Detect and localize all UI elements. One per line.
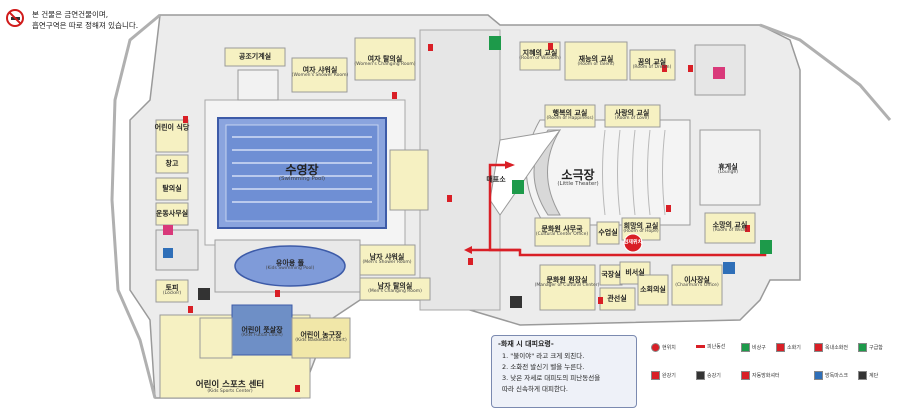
legend-swatch: [776, 343, 785, 352]
legend-item-exit: 비상구: [741, 343, 766, 352]
wheelchair-icon: [713, 67, 725, 79]
legend-item-hydrant: 옥내소화전: [814, 343, 848, 352]
room-storage-office: 비서실: [625, 268, 645, 277]
room-culture-office: 문화원 사무국(Cultural Center Office): [535, 224, 589, 238]
room-kids-pool: 유아용 풀(Kids Swimming Pool): [265, 258, 315, 272]
legend-item-firstaid: 구급함: [858, 343, 883, 352]
guide-step-4: 따라 신속하게 대피한다.: [502, 385, 568, 393]
room-lounge: 휴게실(Lounge): [717, 162, 739, 176]
room-theater: 소극장(Little Theater): [557, 167, 599, 187]
room-warehouse: 창고: [165, 159, 179, 168]
legend-swatch: [814, 343, 823, 352]
legend-swatch: [651, 343, 660, 352]
elevator-icon: [198, 288, 210, 300]
room-office-small: 운동사무실: [155, 209, 189, 218]
wheelchair-icon-3: [163, 225, 173, 235]
room-ticket: 매표소: [486, 175, 506, 184]
guide-step-3: 3. 낮은 자세로 대피도의 피난동선을: [502, 374, 601, 382]
room-dream: 꿈의 교실(Room of Dream): [632, 57, 672, 71]
room-international: 국장실: [601, 270, 621, 279]
room-kids-sports: 어린이 스포츠 센터(Kids Sports Center): [195, 380, 265, 395]
room-gongjo: 공조기계실: [238, 52, 272, 61]
room-happiness: 행복의 교실(Room of Happiness): [546, 108, 594, 122]
exit-sign: [489, 36, 772, 254]
guide-step-1: 1. "불이야" 라고 크게 외친다.: [502, 352, 585, 360]
room-small-meet: 소회의실: [640, 285, 666, 294]
outer-wall-right: [759, 23, 892, 121]
legend-swatch: [696, 345, 705, 348]
restroom-icon: [163, 248, 173, 258]
legend-swatch: [651, 371, 660, 380]
room-men-shower: 남자 샤워실(Men's Shower Room): [362, 252, 412, 266]
notice-line-2: 흡연구역은 따로 정해져 있습니다.: [32, 21, 139, 30]
room-hope: 희망의 교실(Room of Hope): [623, 221, 659, 235]
legend-item-gasmask: 방독마스크: [814, 371, 848, 380]
fire-evacuation-guide: -화재 시 대피요령- 1. "불이야" 라고 크게 외친다. 2. 소화전 발…: [491, 335, 637, 408]
notice-line-1: 본 건물은 금연건물이며,: [32, 10, 109, 19]
room-wish: 소망의 교실(Room of Wish): [712, 220, 748, 234]
no-smoking-icon: [6, 9, 24, 27]
legend-item-extinguisher: 소화기: [776, 343, 801, 352]
room-kids-futsal: 어린이 풋살장(Kids Futsal Court): [241, 325, 283, 339]
legend-item-elevator: 승강기: [696, 371, 721, 380]
room-talent: 재능의 교실(Room of Talent): [577, 54, 615, 68]
kids-pool: [234, 245, 346, 287]
room-kids-reading: 어린이 식당: [154, 123, 190, 132]
no-smoking-notice: 본 건물은 금연건물이며, 흡연구역은 따로 정해져 있습니다.: [32, 9, 138, 31]
wheelchair-icon-2: [723, 262, 735, 274]
room-kids-basket: 어린이 농구장(Kids Basketball Court): [295, 330, 347, 344]
room-love: 사랑의 교실(Room of Love): [614, 108, 650, 122]
legend-item-stairs: 계단: [858, 371, 878, 380]
current-position-label: 현재위치: [623, 239, 643, 246]
legend-item-descender: 완강기: [651, 371, 676, 380]
room-chairman: 이사장실(Chairman's Office): [675, 275, 719, 289]
legend-swatch: [741, 343, 750, 352]
legend-swatch: [696, 371, 705, 380]
legend-swatch: [814, 371, 823, 380]
legend-item-current: 현위치: [651, 343, 676, 352]
legend-swatch: [858, 343, 867, 352]
room-wisdom: 지혜의 교실(Room of Wisdom): [519, 48, 561, 62]
room-toilet2: 토피(Locker): [162, 283, 182, 297]
basketball-court: [291, 317, 351, 359]
room-director: 문화원 원장실(Manager of Cultural Center): [534, 275, 600, 289]
guide-step-2: 2. 소화전 발신기 벨을 누른다.: [502, 363, 585, 371]
legend-swatch: [741, 371, 750, 380]
room-men-dress: 남자 탈의실(Men's Changing Room): [368, 281, 422, 295]
fire-extinguisher-markers: [183, 43, 750, 392]
legend-item-shutter: 자동방화셔터: [741, 371, 780, 380]
current-position-marker: [623, 233, 643, 253]
room-women-shower: 여자 샤워실(Women's Shower Room): [291, 65, 349, 79]
room-archive: 관선실: [607, 294, 627, 303]
room-sub: 수업실: [598, 228, 618, 237]
legend-swatch: [858, 371, 867, 380]
room-pool: 수영장(Swimming Pool): [278, 162, 326, 182]
futsal-court: [231, 304, 293, 356]
outer-wall: [110, 13, 161, 399]
room-women-dress: 여자 탈의실(Women's Changing Room): [354, 54, 416, 68]
map-legend: 현위치 피난동선 비상구 소화기 옥내소화전 구급함 완강기 승강기 자동방화셔…: [646, 335, 892, 408]
room-nursery: 탈의실: [162, 184, 182, 193]
legend-item-route: 피난동선: [696, 343, 725, 350]
guide-title: -화재 시 대피요령-: [498, 340, 554, 348]
elevator-icon-2: [510, 296, 522, 308]
